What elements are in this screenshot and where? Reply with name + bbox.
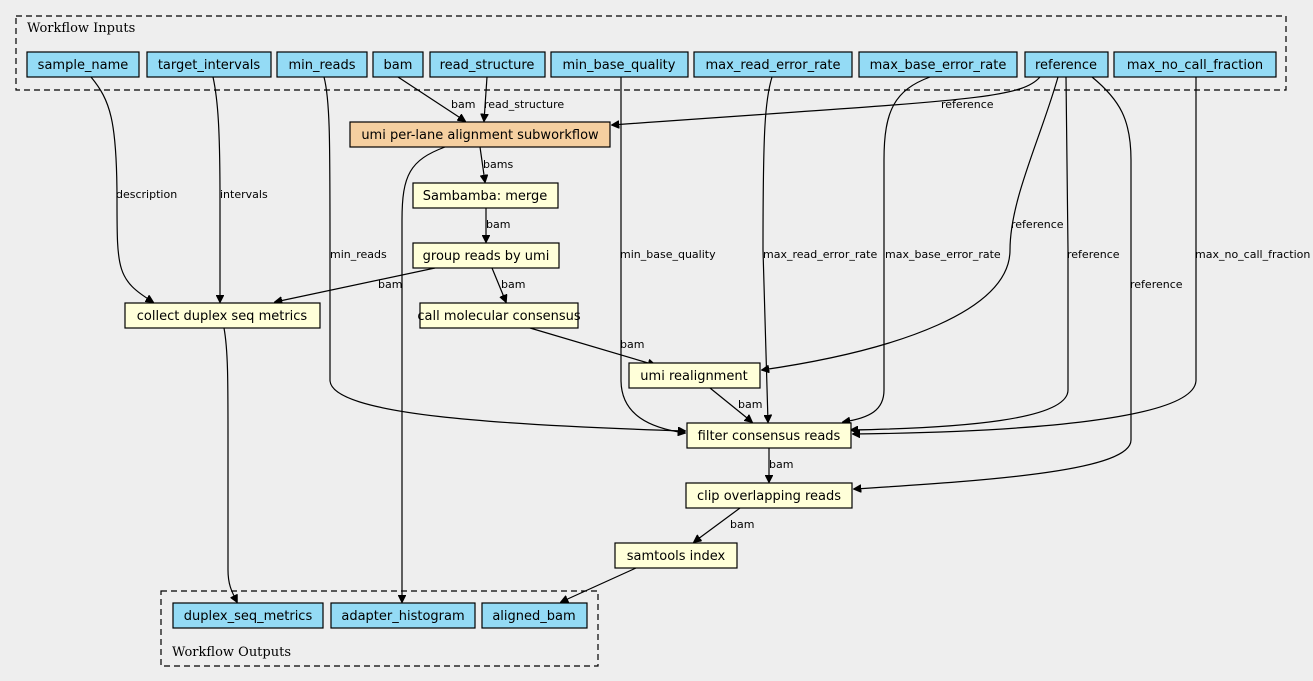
edge-reference-to-umi-realignment xyxy=(762,76,1059,370)
node-label: min_reads xyxy=(288,58,355,73)
edge-label: reference xyxy=(1011,218,1064,231)
input-node-min-reads[interactable]: min_reads xyxy=(276,51,368,78)
node-label: umi realignment xyxy=(640,369,747,384)
node-label: Sambamba: merge xyxy=(423,189,548,204)
edge-label: max_read_error_rate xyxy=(763,248,877,261)
output-node-adapter-histogram[interactable]: adapter_histogram xyxy=(330,602,476,629)
edge-label: reference xyxy=(1067,248,1120,261)
input-node-sample-name[interactable]: sample_name xyxy=(26,51,140,78)
input-node-max-no-call-fraction[interactable]: max_no_call_fraction xyxy=(1113,51,1277,78)
edge-sample-name-to-collect-metrics xyxy=(90,76,153,302)
outputs-cluster: Workflow Outputs xyxy=(160,590,599,667)
step-node-clip-overlapping[interactable]: clip overlapping reads xyxy=(685,482,853,509)
output-node-aligned-bam[interactable]: aligned_bam xyxy=(481,602,588,629)
node-label: max_read_error_rate xyxy=(706,58,841,73)
nodes-layer: sample_name target_intervals min_reads b… xyxy=(26,51,1277,629)
edge-reference-to-umi-alignment xyxy=(612,76,1041,125)
edge-label: bam xyxy=(378,278,402,291)
step-node-filter-consensus[interactable]: filter consensus reads xyxy=(686,422,852,449)
input-node-max-base-error-rate[interactable]: max_base_error_rate xyxy=(858,51,1018,78)
node-label: group reads by umi xyxy=(423,249,550,264)
edge-label: bam xyxy=(738,398,762,411)
step-node-group-reads[interactable]: group reads by umi xyxy=(412,242,560,269)
edge-label: read_structure xyxy=(484,98,564,111)
edge-label: reference xyxy=(1130,278,1183,291)
edge-label: bam xyxy=(730,518,754,531)
edge-label: bams xyxy=(483,158,513,171)
edge-collect-metrics-to-duplex-seq-metrics xyxy=(223,327,237,602)
edge-label: bam xyxy=(451,98,475,111)
edge-target-intervals-to-collect-metrics xyxy=(212,76,220,302)
edge-umi-alignment-to-adapter-histogram xyxy=(402,146,446,602)
edge-max-read-error-rate-to-filter-consensus xyxy=(762,76,773,422)
input-node-read-structure[interactable]: read_structure xyxy=(429,51,546,78)
edge-label: reference xyxy=(941,98,994,111)
output-node-duplex-seq-metrics[interactable]: duplex_seq_metrics xyxy=(172,602,324,629)
input-node-bam[interactable]: bam xyxy=(372,51,424,78)
edge-label: bam xyxy=(486,218,510,231)
node-label: min_base_quality xyxy=(563,58,676,73)
step-node-collect-metrics[interactable]: collect duplex seq metrics xyxy=(124,302,321,329)
node-label: max_base_error_rate xyxy=(870,58,1007,73)
edge-umi-realignment-to-filter-consensus xyxy=(709,387,752,422)
step-node-umi-realignment[interactable]: umi realignment xyxy=(628,362,761,389)
step-node-sambamba-merge[interactable]: Sambamba: merge xyxy=(412,182,559,209)
edge-min-base-quality-to-filter-consensus xyxy=(620,77,685,433)
step-node-call-consensus[interactable]: call molecular consensus xyxy=(417,302,581,329)
edges-layer: bam read_structure reference bams bam ba… xyxy=(90,76,1310,602)
step-node-samtools-index[interactable]: samtools index xyxy=(614,542,738,569)
edge-max-no-call-fraction-to-filter-consensus xyxy=(853,77,1197,434)
node-label: call molecular consensus xyxy=(417,309,581,324)
edge-label: max_no_call_fraction xyxy=(1195,248,1310,261)
node-label: adapter_histogram xyxy=(341,609,464,624)
node-label: clip overlapping reads xyxy=(697,489,841,504)
node-label: collect duplex seq metrics xyxy=(137,309,308,324)
node-label: duplex_seq_metrics xyxy=(184,609,313,624)
edge-label: min_reads xyxy=(330,248,387,261)
inputs-cluster: Workflow Inputs xyxy=(15,15,1287,91)
node-label: read_structure xyxy=(440,58,535,73)
edge-max-base-error-rate-to-filter-consensus xyxy=(843,76,931,422)
node-label: filter consensus reads xyxy=(698,429,841,444)
edge-label: bam xyxy=(769,458,793,471)
input-node-reference[interactable]: reference xyxy=(1024,51,1109,78)
edge-reference-to-filter-consensus xyxy=(851,76,1069,430)
node-label: target_intervals xyxy=(158,58,261,73)
edge-bam-to-umi-alignment xyxy=(397,76,465,121)
node-label: aligned_bam xyxy=(492,609,575,624)
edge-call-consensus-to-umi-realignment xyxy=(529,327,655,365)
edge-samtools-index-to-aligned-bam xyxy=(561,567,637,602)
outputs-cluster-label: Workflow Outputs xyxy=(172,645,291,660)
subworkflow-node-umi-alignment[interactable]: umi per-lane alignment subworkflow xyxy=(349,121,611,148)
input-node-min-base-quality[interactable]: min_base_quality xyxy=(550,51,689,78)
edge-label: intervals xyxy=(220,188,268,201)
node-label: reference xyxy=(1035,58,1097,73)
input-node-max-read-error-rate[interactable]: max_read_error_rate xyxy=(693,51,853,78)
edge-clip-overlapping-to-samtools-index xyxy=(694,507,741,542)
node-label: umi per-lane alignment subworkflow xyxy=(361,128,599,143)
edge-label: description xyxy=(116,188,177,201)
edge-label: bam xyxy=(501,278,525,291)
node-label: sample_name xyxy=(38,58,129,73)
edge-group-reads-to-collect-metrics xyxy=(275,267,436,302)
edge-umi-alignment-to-sambamba xyxy=(479,146,485,182)
edge-group-reads-to-call-consensus xyxy=(491,267,506,302)
edge-label: max_base_error_rate xyxy=(885,248,1001,261)
edge-label: bam xyxy=(620,338,644,351)
node-label: bam xyxy=(384,58,413,73)
edge-reference-to-clip-overlapping xyxy=(854,76,1132,489)
edge-label: min_base_quality xyxy=(620,248,716,261)
inputs-cluster-label: Workflow Inputs xyxy=(27,21,135,36)
edge-min-reads-to-filter-consensus xyxy=(323,76,685,431)
input-node-target-intervals[interactable]: target_intervals xyxy=(146,51,272,78)
node-label: samtools index xyxy=(627,549,726,564)
node-label: max_no_call_fraction xyxy=(1127,58,1263,73)
edge-read-structure-to-umi-alignment xyxy=(484,76,487,121)
